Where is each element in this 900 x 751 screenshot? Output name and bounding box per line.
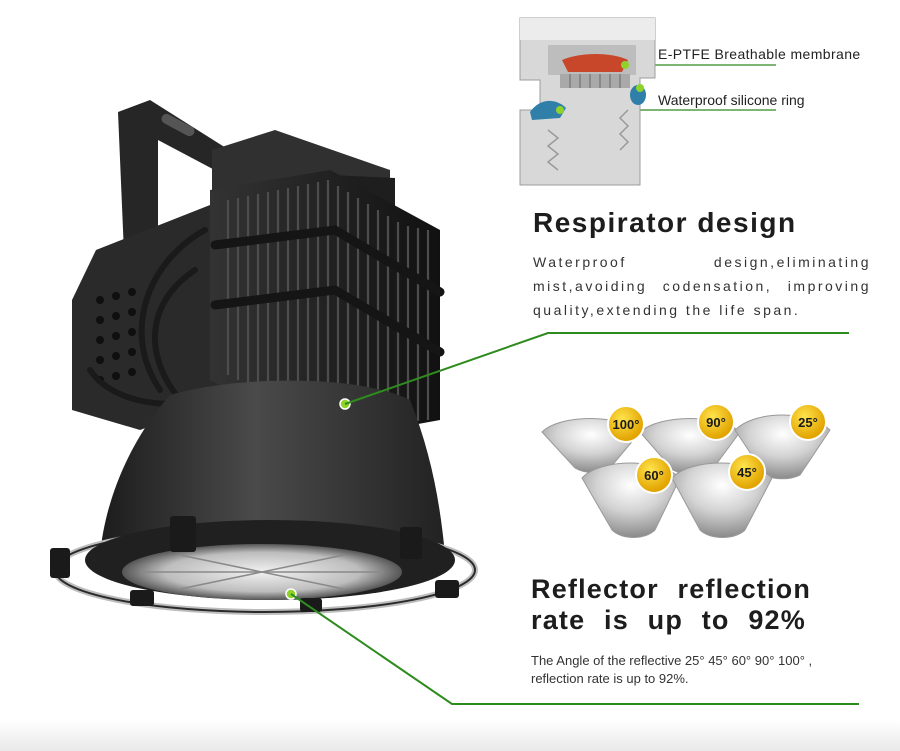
svg-text:100°: 100° [613,417,640,432]
respirator-title: Respirator design [533,207,797,238]
svg-text:45°: 45° [737,465,757,480]
reflector-title: Reflector reflection rate is up to 92% [531,574,812,635]
angle-badge-100: 100° [607,405,645,443]
svg-text:60°: 60° [644,468,664,483]
angle-badge-60: 60° [635,456,673,494]
svg-text:25°: 25° [798,415,818,430]
leader-line-reflector [290,593,859,705]
reflector-cups [541,414,831,538]
angle-badge-90: 90° [697,403,735,441]
respirator-cutaway [519,17,656,186]
angle-badge-45: 45° [728,453,766,491]
highbay-lamp [50,100,478,615]
reflector-description: The Angle of the reflective 25° 45° 60° … [531,653,813,686]
angle-badge-25: 25° [789,403,827,441]
svg-text:90°: 90° [706,415,726,430]
floor-shadow [0,720,900,751]
membrane-label: E-PTFE Breathable membrane [658,46,861,62]
angle-badges: 100° 90° 25° 60° 45° [607,403,827,494]
respirator-description: Waterproof design,eliminating mist,avoid… [533,254,871,318]
silicone-ring-label: Waterproof silicone ring [658,92,805,108]
leader-line-respirator [344,332,849,405]
